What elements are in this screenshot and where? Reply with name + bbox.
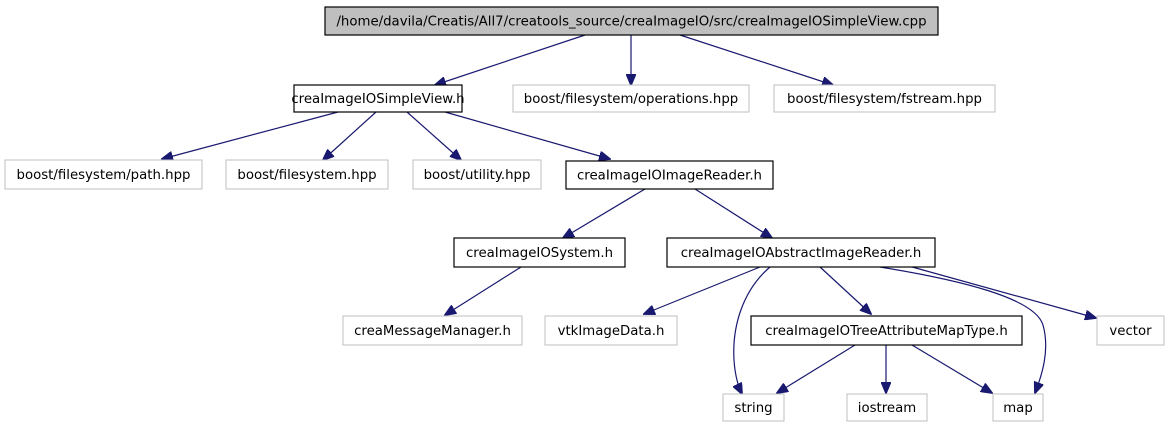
edge-simpleview-h-to-path xyxy=(162,111,339,159)
node-vtkimagedata-h: vtkImageData.h xyxy=(544,315,678,346)
node-filesystem-hpp: boost/filesystem.hpp xyxy=(225,159,389,190)
node-map: map xyxy=(992,393,1044,422)
edge-abstractreader-to-treeattr xyxy=(819,266,871,314)
node-vector: vector xyxy=(1096,315,1165,346)
svg-text:boost/filesystem/operations.hp: boost/filesystem/operations.hpp xyxy=(524,92,738,107)
svg-text:boost/filesystem/path.hpp: boost/filesystem/path.hpp xyxy=(17,168,191,183)
node-operations-hpp: boost/filesystem/operations.hpp xyxy=(512,84,750,113)
node-root-file[interactable]: /home/davila/Creatis/All7/creatools_sour… xyxy=(324,6,939,36)
svg-text:map: map xyxy=(1003,401,1033,416)
edge-treeattr-to-string xyxy=(777,344,856,393)
edge-imagereader-to-system xyxy=(563,188,646,238)
svg-text:creaImageIOSystem.h: creaImageIOSystem.h xyxy=(466,246,613,261)
svg-text:creaImageIOSimpleView.h: creaImageIOSimpleView.h xyxy=(291,92,464,107)
edge-root-to-simpleview-h xyxy=(435,34,586,85)
edge-simpleview-h-to-filesystem xyxy=(323,111,377,160)
edge-root-to-fstream xyxy=(679,34,833,85)
svg-text:iostream: iostream xyxy=(858,401,916,416)
svg-text:boost/filesystem.hpp: boost/filesystem.hpp xyxy=(237,168,376,183)
edge-abstractreader-to-vtkimagedata xyxy=(644,266,761,314)
edge-treeattr-to-map xyxy=(911,344,992,393)
edge-simpleview-h-to-utility xyxy=(406,111,461,160)
edge-system-to-messagemanager xyxy=(445,266,522,315)
node-fstream-hpp: boost/filesystem/fstream.hpp xyxy=(773,84,996,113)
nodes: /home/davila/Creatis/All7/creatools_sour… xyxy=(4,6,1165,422)
edge-imagereader-to-abstractreader xyxy=(694,188,772,238)
svg-text:boost/utility.hpp: boost/utility.hpp xyxy=(424,168,531,183)
node-simpleview-h[interactable]: creaImageIOSimpleView.h xyxy=(291,84,465,113)
node-utility-hpp: boost/utility.hpp xyxy=(412,159,542,190)
svg-text:vector: vector xyxy=(1109,324,1152,339)
node-iostream: iostream xyxy=(846,393,928,422)
node-treeattr-h[interactable]: creaImageIOTreeAttributeMapType.h xyxy=(750,315,1023,346)
node-system-h[interactable]: creaImageIOSystem.h xyxy=(453,237,626,268)
svg-text:creaImageIOTreeAttributeMapTyp: creaImageIOTreeAttributeMapType.h xyxy=(765,324,1008,339)
svg-text:boost/filesystem/fstream.hpp: boost/filesystem/fstream.hpp xyxy=(787,92,982,107)
edge-simpleview-h-to-imagereader xyxy=(444,111,610,159)
node-abstractreader-h[interactable]: creaImageIOAbstractImageReader.h xyxy=(666,237,936,268)
node-string: string xyxy=(722,393,785,422)
svg-text:string: string xyxy=(734,401,772,416)
edge-abstractreader-to-map xyxy=(879,266,1047,393)
svg-text:creaImageIOAbstractImageReader: creaImageIOAbstractImageReader.h xyxy=(681,246,922,261)
svg-text:creaImageIOImageReader.h: creaImageIOImageReader.h xyxy=(577,169,762,184)
svg-text:vtkImageData.h: vtkImageData.h xyxy=(558,324,665,339)
node-path-hpp: boost/filesystem/path.hpp xyxy=(4,159,203,190)
svg-text:creaMessageManager.h: creaMessageManager.h xyxy=(354,324,511,339)
edges xyxy=(162,34,1096,394)
node-messagemanager-h: creaMessageManager.h xyxy=(342,315,523,346)
edge-abstractreader-to-vector xyxy=(904,264,1096,318)
edge-abstractreader-to-string xyxy=(734,266,771,394)
node-imagereader-h[interactable]: creaImageIOImageReader.h xyxy=(565,160,774,190)
svg-text:/home/davila/Creatis/All7/crea: /home/davila/Creatis/All7/creatools_sour… xyxy=(336,15,926,30)
